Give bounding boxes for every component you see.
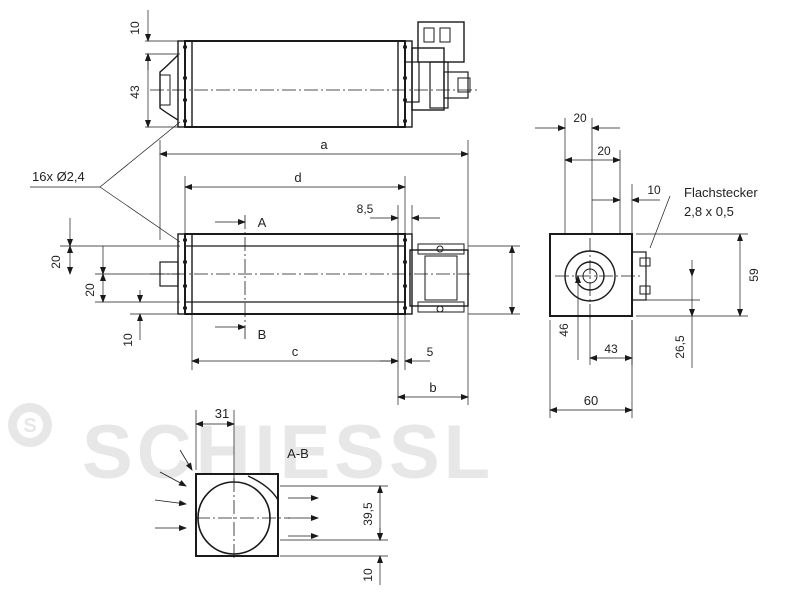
dim-39-5: 39,5 [361,502,375,526]
section-view [154,449,319,560]
dim-43-side: 43 [604,342,618,356]
dim-46: 46 [557,323,571,337]
dim-a: a [320,137,328,152]
front-view [150,215,470,340]
side-dim-10: 10 [647,183,661,197]
side-view [549,195,671,320]
dim-43: 43 [128,85,142,99]
length-dims [159,140,469,405]
watermark-logo-icon: S [8,403,52,447]
svg-text:S: S [23,415,36,437]
side-dims [535,118,748,418]
holes-label: 16x Ø2,4 [32,169,85,184]
front-left-dims [60,218,180,340]
watermark-text: SCHIESSL [82,410,494,495]
dim-8-5-lines [370,205,520,315]
dim-59: 59 [747,268,761,282]
section-dims [195,410,388,585]
dim-c: c [292,344,299,359]
dim-20-left-b: 20 [83,283,97,297]
dim-5: 5 [427,345,434,359]
holes-leader [30,121,181,243]
dim-26-5: 26,5 [673,335,687,359]
top-view [145,10,480,128]
section-b-label: B [258,327,267,342]
section-a-label: A [258,215,267,230]
dim-20-left-a: 20 [49,255,63,269]
connector-label-line1: Flachstecker [684,185,758,200]
dim-10-left: 10 [121,333,135,347]
watermark: S SCHIESSL [8,403,494,495]
dim-60: 60 [584,393,598,408]
side-dim-20-b: 20 [597,144,611,158]
dim-8-5: 8,5 [357,202,374,216]
section-ab-label: A-B [287,446,309,461]
dim-31: 31 [215,406,229,421]
dim-d: d [294,170,301,185]
connector-label-line2: 2,8 x 0,5 [684,204,734,219]
dim-10-top: 10 [128,21,142,35]
side-dim-20-a: 20 [573,111,587,125]
dim-10-bottom: 10 [361,568,375,582]
front-bottom-dims [191,314,469,405]
dim-b: b [429,380,436,395]
